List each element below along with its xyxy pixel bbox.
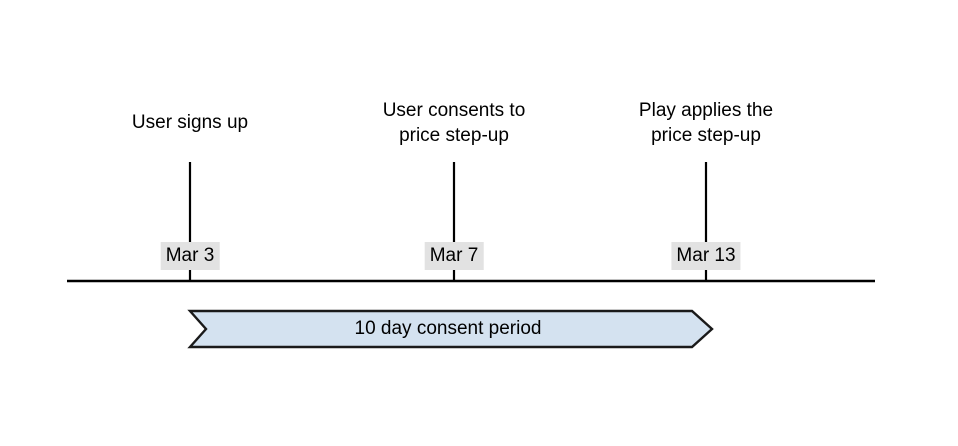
consent-period-banner-shape bbox=[187, 309, 714, 349]
date-chip-mar-13: Mar 13 bbox=[671, 242, 741, 270]
date-chip-mar-7: Mar 7 bbox=[424, 242, 484, 270]
date-chip-mar-3: Mar 3 bbox=[160, 242, 220, 270]
consent-period-banner-label: 10 day consent period bbox=[354, 318, 542, 339]
